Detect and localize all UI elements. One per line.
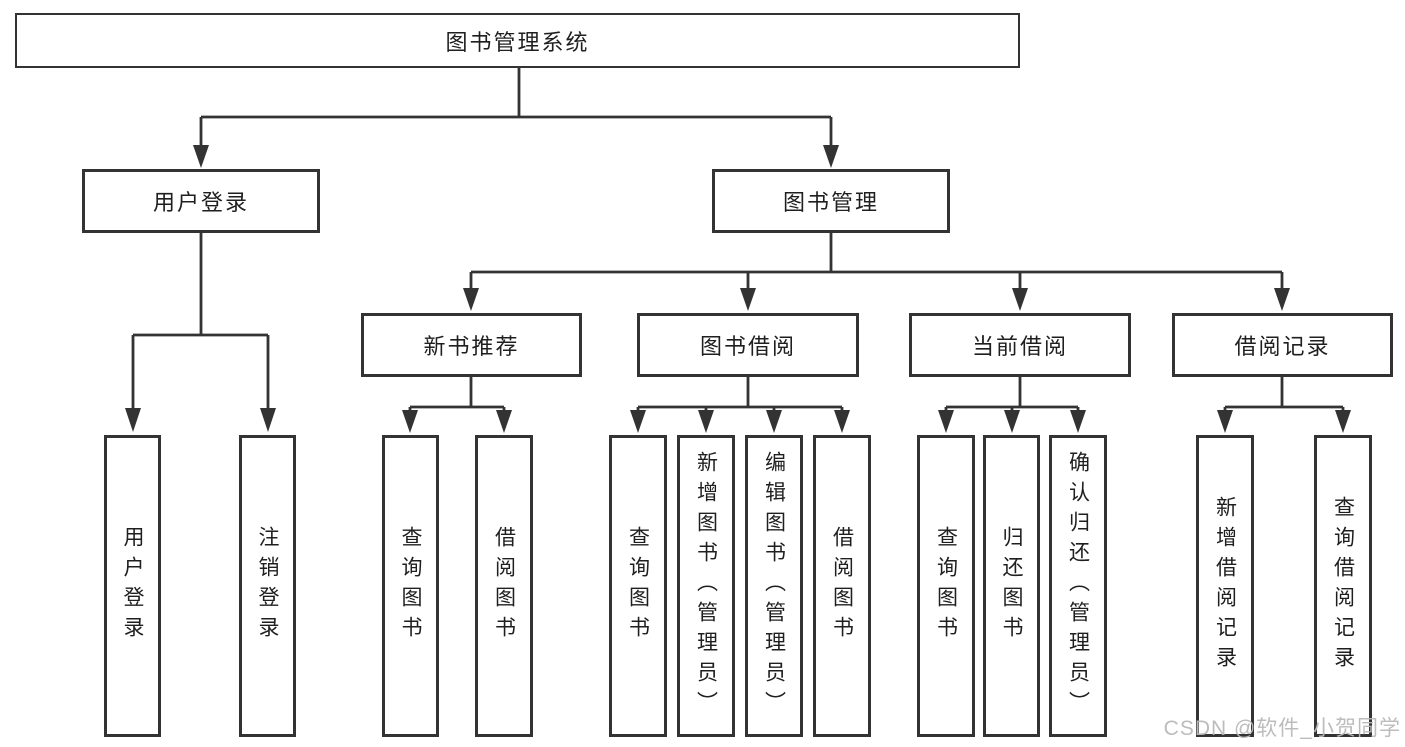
- node-new-book-recommendation: 新书推荐: [361, 313, 582, 377]
- leaf-user-login: 用户登录: [104, 435, 161, 737]
- node-user-login: 用户登录: [82, 169, 320, 233]
- leaf-add-borrow-record: 新增借阅记录: [1196, 435, 1254, 737]
- tree-edges: [131, 68, 1345, 412]
- node-book-management: 图书管理: [712, 169, 950, 233]
- leaf-add-books-admin: 新增图书（管理员）: [677, 435, 735, 737]
- leaf-query-books-borrow: 查询图书: [609, 435, 667, 737]
- leaf-return-books: 归还图书: [983, 435, 1040, 737]
- leaf-confirm-return-admin: 确认归还（管理员）: [1049, 435, 1107, 737]
- watermark: CSDN @软件_小贺同学: [1163, 717, 1401, 740]
- node-current-borrowing: 当前借阅: [909, 313, 1131, 377]
- node-library-management-system: 图书管理系统: [15, 13, 1020, 68]
- node-borrowing-records: 借阅记录: [1172, 313, 1393, 377]
- leaf-borrow-books: 借阅图书: [813, 435, 871, 737]
- leaf-borrow-books-recommend: 借阅图书: [475, 435, 533, 737]
- leaf-query-books-current: 查询图书: [917, 435, 975, 737]
- leaf-logout-login: 注销登录: [239, 435, 296, 737]
- leaf-query-books-recommend: 查询图书: [382, 435, 439, 737]
- leaf-edit-books-admin: 编辑图书（管理员）: [745, 435, 803, 737]
- arrowheads: [125, 145, 1351, 433]
- node-book-borrowing: 图书借阅: [637, 313, 859, 377]
- leaf-query-borrow-record: 查询借阅记录: [1314, 435, 1372, 737]
